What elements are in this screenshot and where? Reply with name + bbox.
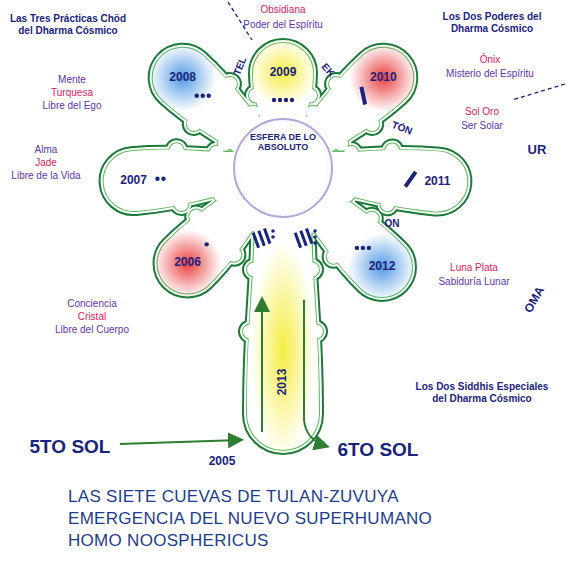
lobe-bump (215, 134, 235, 154)
lobe-bump (362, 114, 382, 134)
maya-dot (278, 98, 282, 102)
cave-syllable: TEL (231, 55, 249, 77)
maya-bar (359, 87, 367, 105)
power-name: Poder del Espíritu (243, 19, 323, 31)
lobe-bump (247, 263, 261, 277)
year-number: 2006 (174, 257, 201, 271)
stone-name: Ónix (480, 54, 501, 66)
lobe-bump (247, 263, 261, 277)
maya-dot (271, 235, 275, 239)
lobe-bump (174, 196, 189, 211)
maya-dot (161, 177, 165, 181)
flow-arrow (120, 440, 240, 444)
maya-dot (207, 94, 211, 98)
lobe-bump (362, 209, 382, 229)
lobe-bump (303, 103, 323, 123)
maya-dot (195, 94, 199, 98)
cave-syllable: TÓN (390, 119, 414, 137)
year-number: 2008 (169, 71, 196, 85)
cave-glow (154, 229, 222, 297)
lobe-bump (247, 263, 261, 277)
power-name: Libre del Ego (43, 100, 102, 112)
lobe-bump (331, 187, 351, 207)
section-heading: Los Dos Poderes del Dharma Cósmico (433, 11, 551, 34)
stone-name: Cristal (78, 311, 106, 323)
stone-name: Jade (35, 157, 57, 169)
sphere-label: ESFERA DE LO ABSOLUTO (247, 132, 319, 153)
diagram-title: LAS SIETE CUEVAS DE TULAN-ZUVUYA EMERGEN… (68, 486, 488, 552)
power-name: Libre de la Vida (11, 170, 80, 182)
lobe-bump (186, 207, 206, 227)
year-number: 2010 (370, 71, 397, 85)
lobe-bump (324, 247, 344, 267)
maya-dot (367, 246, 371, 250)
maya-dot (284, 98, 288, 102)
year-number: 2011 (424, 175, 450, 189)
faculty-name: Conciencia (67, 298, 116, 310)
lobe-bump (247, 263, 261, 277)
faculty-name: Alma (35, 144, 58, 156)
lobe-bump (305, 263, 319, 277)
cave-glow (149, 44, 217, 112)
flow-arrow (261, 300, 263, 432)
lobe-bump (380, 197, 395, 212)
year-number: 2012 (369, 260, 396, 274)
stone-name: Sol Oro (465, 106, 499, 118)
section-heading: Los Dos Siddhis Especiales del Dharma Có… (412, 381, 552, 404)
flow-arrow (304, 300, 326, 446)
lobe-bump (305, 263, 319, 277)
lobe-bump (225, 245, 245, 265)
maya-dot (361, 246, 365, 250)
dashed-divider (512, 84, 565, 100)
maya-dot (290, 98, 294, 102)
sun-label: 6TO SOL (338, 439, 419, 461)
lobe-bump (243, 103, 263, 123)
lobe-bump (220, 74, 240, 94)
cave-syllable: ON (385, 218, 400, 230)
maya-dot (313, 241, 317, 245)
year-number: 2013 (276, 369, 290, 396)
lobe-bump (305, 263, 319, 277)
maya-numerals (155, 87, 417, 251)
power-name: Sabiduría Lunar (438, 276, 509, 288)
maya-dot (155, 177, 159, 181)
maya-dot (272, 98, 276, 102)
year-number: 2007 (120, 174, 147, 188)
year-number: 2005 (209, 455, 236, 469)
cave-glows (149, 39, 418, 460)
lobe-bump (213, 187, 228, 202)
maya-bar (305, 228, 313, 244)
cave-glow (349, 44, 417, 112)
maya-dot (204, 242, 208, 246)
faculty-name: Mente (58, 74, 86, 86)
power-name: Misterio del Espíritu (446, 68, 534, 80)
year-number: 2009 (270, 66, 297, 80)
lobe-bump (344, 145, 359, 160)
lobe-outline (101, 141, 256, 214)
maya-dot (355, 246, 359, 250)
stone-name: Luna Plata (450, 262, 498, 274)
maya-dot (313, 235, 317, 239)
absolute-sphere: ESFERA DE LO ABSOLUTO (233, 118, 333, 218)
maya-dot (201, 94, 205, 98)
stone-name: Obsidiana (260, 4, 305, 16)
maya-dot (313, 229, 317, 233)
cave-glow (249, 39, 317, 107)
maya-bar (404, 171, 418, 188)
section-heading: Las Tres Prácticas Chöd del Dharma Cósmi… (9, 13, 127, 36)
power-name: Ser Solar (461, 120, 503, 132)
lobe-bump (184, 114, 204, 134)
lobe-bump (169, 143, 184, 158)
maya-bar (263, 228, 271, 244)
lobe-bump (305, 263, 319, 277)
cave-syllable: OMA (522, 284, 548, 315)
cave-glow (348, 233, 416, 301)
power-name: Libre del Cuerpo (55, 324, 129, 336)
stone-name: Turquesa (51, 87, 93, 99)
cave-syllable: UR (528, 143, 547, 158)
maya-dot (271, 229, 275, 233)
sun-label: 5TO SOL (30, 436, 111, 458)
lobe-bump (385, 143, 400, 158)
